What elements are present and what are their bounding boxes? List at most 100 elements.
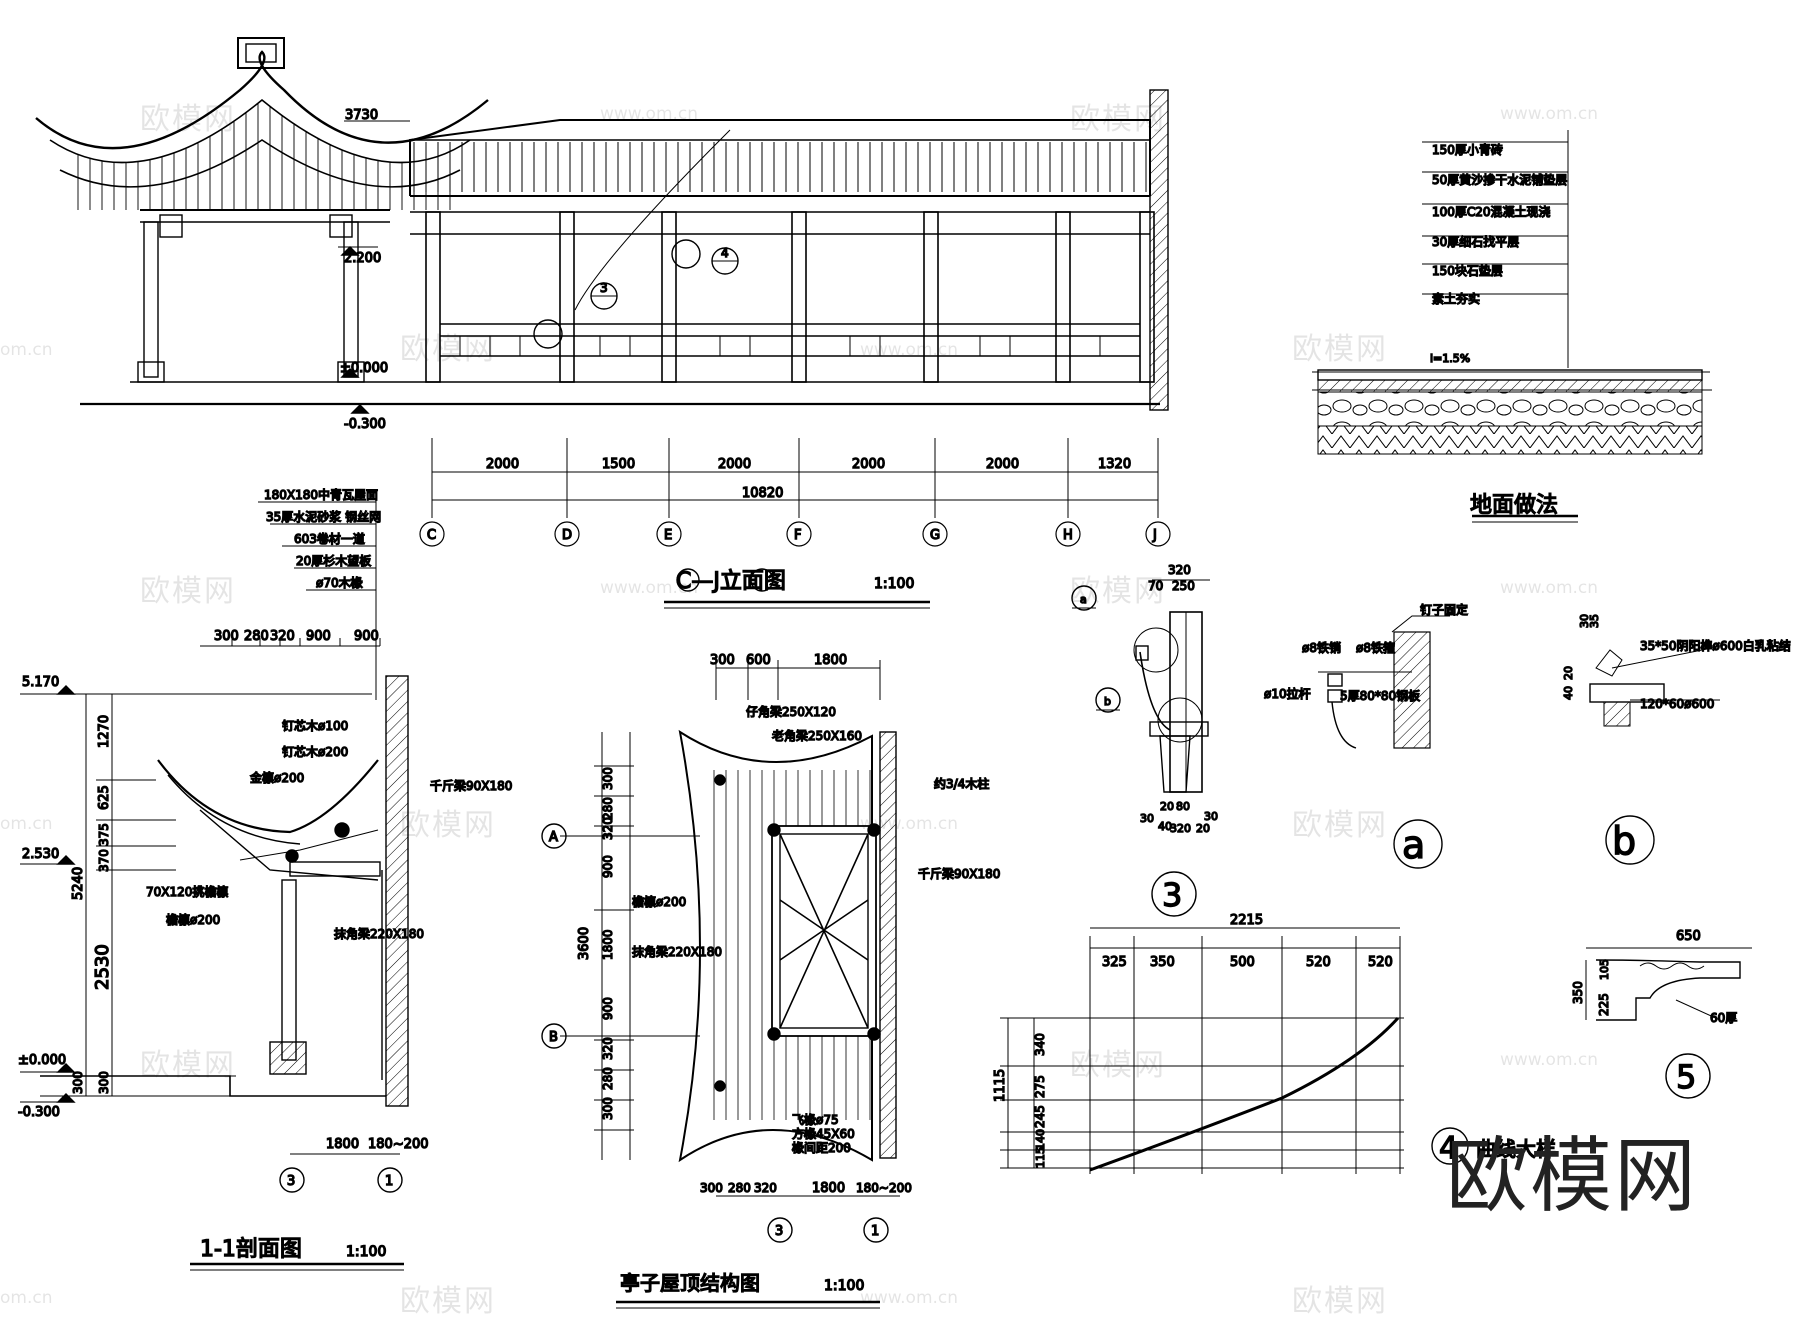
roof-plan-left-dim-9: 280 xyxy=(601,1067,615,1090)
roof-plan-axis-3: 3 xyxy=(775,1224,783,1239)
detail-a-note-5: 5厚80*80钢板 xyxy=(1340,689,1420,703)
roof-plan-left-dim-7: 900 xyxy=(601,997,615,1020)
roof-plan-left-dim-8: 320 xyxy=(601,1037,615,1060)
curve-profile-line xyxy=(1089,1016,1400,1172)
detail-a-note-1: 钉子固定 xyxy=(1420,602,1468,617)
watermark-url: om.cn xyxy=(0,814,53,834)
curve-row-2: 275 xyxy=(1033,1075,1047,1098)
elevation-level-ground: -0.300 xyxy=(344,417,386,432)
section-label-7: 抹角梁220X180 xyxy=(334,926,424,941)
section-bottom-dim-1: 1800 xyxy=(326,1137,359,1152)
curve-col-1: 325 xyxy=(1102,955,1127,970)
section-roof-layer-5: ø70木椽 xyxy=(316,576,363,590)
elevation-scale: 1:100 xyxy=(874,576,914,592)
roof-plan-bottom-dim-2: 280 xyxy=(728,1181,751,1195)
axis-c: C xyxy=(427,528,436,543)
detail-b-dim-2: 35 xyxy=(1588,614,1601,628)
elevation-title: C—J立面图 xyxy=(676,569,786,594)
section-top-dim-3: 320 xyxy=(270,629,295,644)
section-top-dim-5: 900 xyxy=(354,629,379,644)
roof-plan-left-dim-3: 320 xyxy=(601,817,615,840)
watermark: 欧模网 xyxy=(400,332,496,367)
curve-col-3: 500 xyxy=(1230,955,1255,970)
watermark: 欧模网 xyxy=(1070,1048,1166,1083)
elevation-span-2: 1500 xyxy=(602,457,635,472)
detail-3-callout-b: b xyxy=(1104,695,1111,708)
section-roof-layer-2: 35厚水泥砂浆 钢丝网 xyxy=(266,509,381,524)
detail-3-label: 3 xyxy=(1162,876,1182,914)
elevation-level-beam: 2.200 xyxy=(344,251,381,266)
section-label-4: 千斤梁90X180 xyxy=(430,778,512,793)
roof-plan-left-dim-6: 1800 xyxy=(601,929,615,960)
watermark-url: om.cn xyxy=(0,1288,53,1308)
floor-layer-1: 150厚小青砖 xyxy=(1432,142,1503,157)
roof-plan-left-dim-10: 300 xyxy=(601,1097,615,1120)
floor-layer-4: 30厚细石找平层 xyxy=(1432,235,1519,249)
curve-col-4: 520 xyxy=(1306,955,1331,970)
section-left-dim-2: 625 xyxy=(97,785,112,810)
elevation-top-dim: 3730 xyxy=(345,108,378,123)
floor-layer-3: 100厚C20混凝土现浇 xyxy=(1432,204,1551,219)
roof-plan-label-5: 檐檩ø200 xyxy=(632,894,686,909)
axis-h: H xyxy=(1063,528,1073,543)
section-axis-1: 1 xyxy=(385,1174,393,1189)
section-bottom-dim-2: 180~200 xyxy=(368,1137,429,1152)
section-title: 1-1剖面图 xyxy=(200,1237,302,1262)
roof-plan-bottom-dim-5: 180~200 xyxy=(856,1181,912,1195)
floor-slope: i=1.5% xyxy=(1430,352,1470,365)
roof-plan-label-3: 约3/4木柱 xyxy=(934,776,989,791)
curve-grid-drawing xyxy=(1000,927,1404,1174)
section-level-4: -0.300 xyxy=(18,1105,60,1120)
detail-3-dim-top-2: 70 xyxy=(1148,579,1163,593)
roof-plan-scale: 1:100 xyxy=(824,1278,864,1294)
detail-3-dim-top-1: 320 xyxy=(1168,563,1191,577)
detail-3-dim-bottom-4: 40 xyxy=(1158,820,1172,833)
detail-5-note: 60厚 xyxy=(1710,1011,1737,1025)
watermark: 欧模网 xyxy=(1070,102,1166,137)
roof-plan-axis-1: 1 xyxy=(871,1224,879,1239)
detail-5-drawing xyxy=(1585,947,1752,1099)
section-label-6: 檐檩ø200 xyxy=(166,912,220,927)
roof-plan-top-dim-2: 600 xyxy=(746,653,771,668)
detail-a-label: a xyxy=(1402,823,1425,867)
roof-plan-label-6: 抹角梁220X180 xyxy=(632,944,722,959)
watermark-url: www.om.cn xyxy=(860,1288,959,1308)
callout-3-elevation: 3 xyxy=(600,281,608,295)
axis-d: D xyxy=(562,528,572,543)
roof-plan-label-7: 飞椽ø75 xyxy=(792,1113,839,1127)
watermark: 欧模网 xyxy=(1292,1284,1388,1319)
section-top-dim-1: 300 xyxy=(214,629,239,644)
elevation-span-5: 2000 xyxy=(986,457,1019,472)
callout-4-elevation: 4 xyxy=(721,246,729,260)
curve-col-2: 350 xyxy=(1150,955,1175,970)
watermark: 欧模网 xyxy=(400,808,496,843)
section-axis-3: 3 xyxy=(287,1174,295,1189)
detail-a-drawing xyxy=(1318,615,1450,869)
roof-plan-label-4: 千斤梁90X180 xyxy=(918,866,1000,881)
detail-3-callout-a: a xyxy=(1080,593,1087,606)
watermark: 欧模网 xyxy=(400,1284,496,1319)
section-left-dim-6: 2530 xyxy=(92,944,113,990)
watermark-url: www.om.cn xyxy=(1500,578,1599,598)
watermark: 欧模网 xyxy=(1292,808,1388,843)
detail-3-dim-bottom-2: 80 xyxy=(1176,800,1190,813)
detail-5-dim-2: 225 xyxy=(1597,993,1611,1016)
detail-b-label: b xyxy=(1612,819,1636,863)
detail-3-dim-bottom-6: 20 xyxy=(1196,822,1210,835)
roof-plan-left-dim-1: 300 xyxy=(601,767,615,790)
detail-5-dim-3: 350 xyxy=(1571,981,1585,1004)
elevation-span-4: 2000 xyxy=(852,457,885,472)
detail-b-dim-1: 30 xyxy=(1578,614,1591,628)
axis-f: F xyxy=(794,528,801,543)
elevation-total: 10820 xyxy=(742,486,783,501)
curve-total-h: 1115 xyxy=(993,1069,1008,1102)
section-left-dim-8: 300 xyxy=(97,1071,111,1094)
curve-row-3: 245 xyxy=(1033,1105,1047,1128)
roof-plan-left-dim-4: 900 xyxy=(601,855,615,878)
section-top-dim-2: 280 xyxy=(244,629,269,644)
watermark-url: www.om.cn xyxy=(1500,104,1599,124)
roof-plan-left-dim-2: 280 xyxy=(601,797,615,820)
curve-row-5: 115 xyxy=(1034,1147,1047,1168)
detail-3-drawing xyxy=(1071,579,1210,917)
